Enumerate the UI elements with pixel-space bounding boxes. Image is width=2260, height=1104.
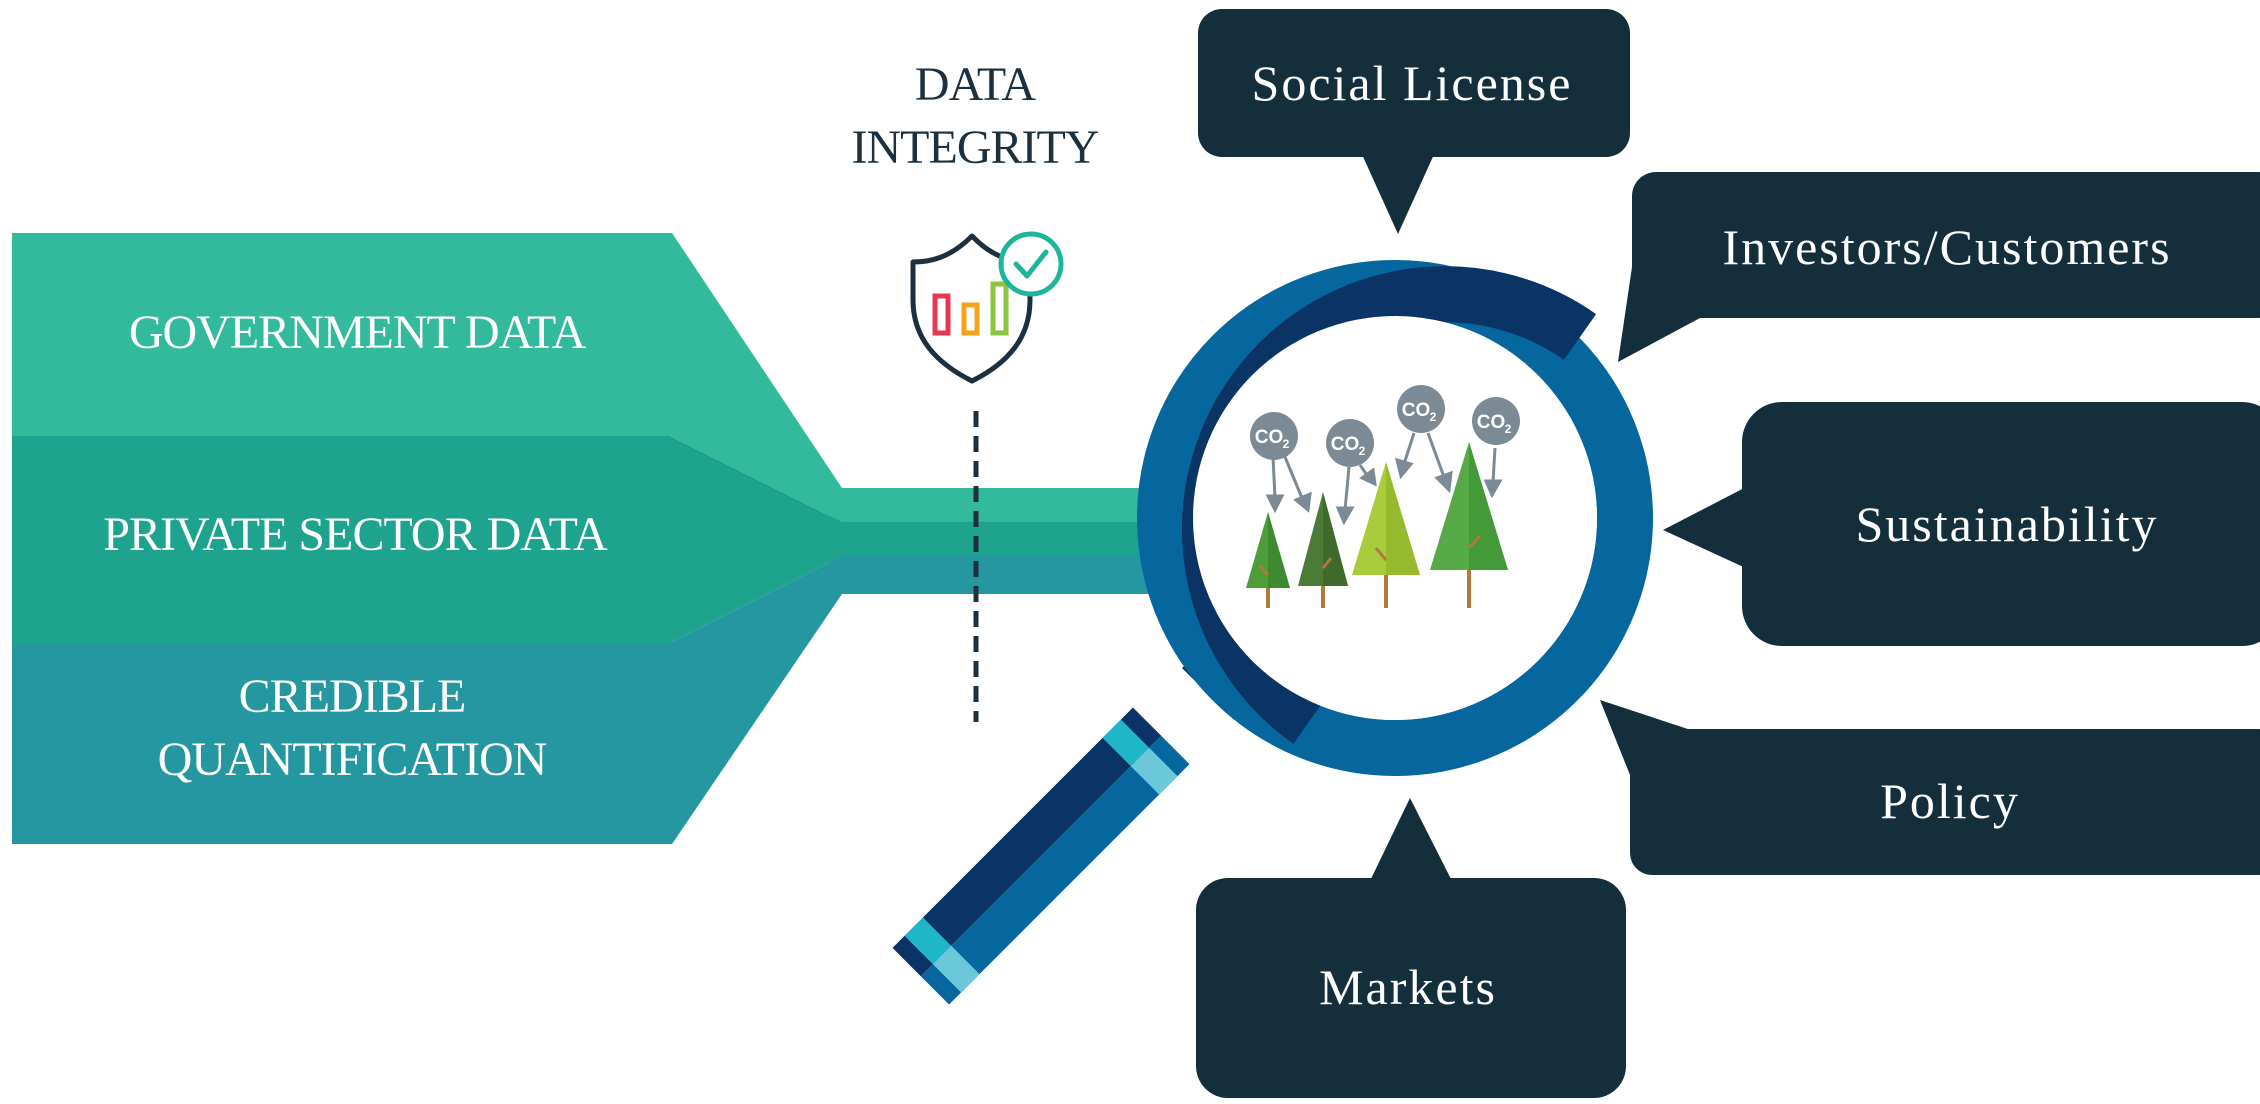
svg-text:2: 2 [1283, 437, 1290, 451]
co2-arrows [1265, 432, 1503, 526]
svg-text:2: 2 [1359, 444, 1366, 458]
stream-credible [830, 556, 1160, 594]
magnifying-glass-icon [892, 260, 1653, 1005]
band-government [12, 233, 842, 522]
callouts: Social License Investors/Customers Susta… [1196, 9, 2260, 1098]
co2-bubble: CO 2 [1250, 412, 1298, 460]
callout-policy: Policy [1600, 700, 2260, 875]
forest-co2-illustration: CO 2 CO 2 CO 2 CO 2 [1246, 385, 1520, 608]
svg-text:CO: CO [1402, 400, 1431, 421]
input-funnel: GOVERNMENT DATA PRIVATE SECTOR DATA CRED… [12, 233, 1160, 844]
tree-icon [1430, 442, 1508, 608]
label-private-sector-data: PRIVATE SECTOR DATA [103, 508, 608, 561]
trees [1246, 442, 1508, 608]
stream-private-sector [830, 522, 1160, 556]
co2-bubble: CO 2 [1326, 419, 1374, 467]
callout-markets-label: Markets [1319, 959, 1497, 1015]
data-integrity: DATA INTEGRITY [852, 58, 1100, 722]
co2-bubbles: CO 2 CO 2 CO 2 CO 2 [1250, 385, 1520, 467]
callout-sustainability: Sustainability [1663, 402, 2260, 646]
svg-text:CO: CO [1255, 427, 1284, 448]
tree-icon [1246, 512, 1290, 608]
svg-text:2: 2 [1505, 422, 1512, 436]
data-integrity-line2: INTEGRITY [852, 121, 1099, 174]
callout-sustainability-label: Sustainability [1856, 496, 2159, 552]
band-credible-quantification [12, 556, 842, 844]
stream-government [830, 488, 1160, 522]
tree-icon [1298, 492, 1348, 608]
co2-bubble: CO 2 [1397, 385, 1445, 433]
svg-text:CO: CO [1477, 412, 1506, 433]
label-quantification: QUANTIFICATION [158, 733, 547, 786]
callout-investors-customers-label: Investors/Customers [1722, 219, 2171, 275]
data-integrity-line1: DATA [915, 58, 1036, 111]
label-government-data: GOVERNMENT DATA [129, 306, 587, 359]
label-credible: CREDIBLE [239, 670, 466, 723]
callout-social-license: Social License [1198, 9, 1630, 234]
shield-check-icon [910, 231, 1064, 384]
callout-markets: Markets [1196, 798, 1626, 1098]
callout-social-license-label: Social License [1252, 55, 1573, 111]
band-private-sector [12, 436, 842, 643]
svg-text:2: 2 [1430, 410, 1437, 424]
tree-icon [1352, 462, 1420, 608]
callout-investors-customers: Investors/Customers [1618, 172, 2260, 362]
svg-text:CO: CO [1331, 434, 1360, 455]
co2-bubble: CO 2 [1472, 397, 1520, 445]
callout-policy-label: Policy [1880, 773, 2020, 829]
